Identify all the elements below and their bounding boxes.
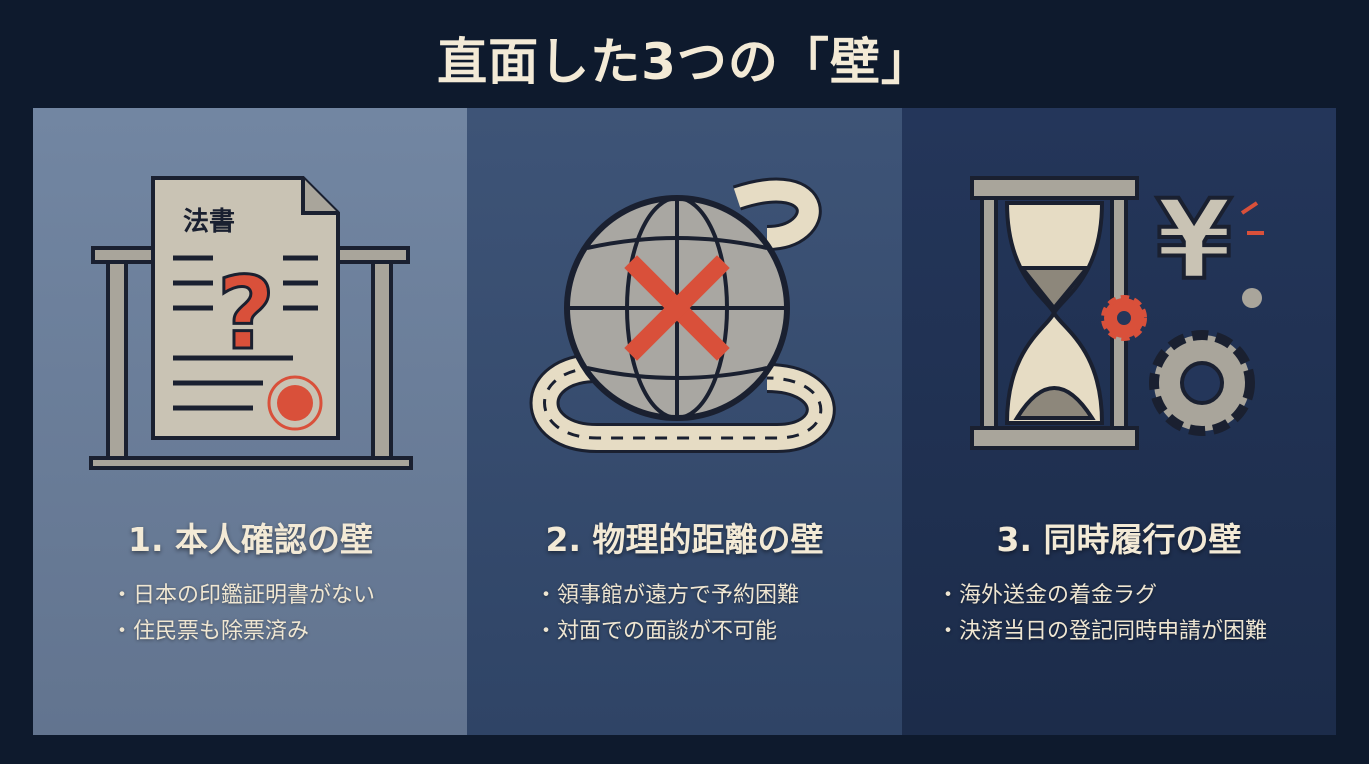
hourglass-yen-gear-icon: ¥: [970, 174, 1264, 450]
page-title: 直面した3つの「壁」: [437, 33, 932, 91]
svg-text:¥: ¥: [1156, 176, 1233, 304]
bullet-item: 領事館が遠方で予約困難: [535, 578, 799, 614]
bullet-item: 決済当日の登記同時申請が困難: [937, 614, 1267, 650]
legal-document-question-icon: 法書 ?: [89, 176, 413, 470]
svg-text:?: ?: [217, 255, 275, 372]
panel-title: 3. 同時履行の壁: [996, 520, 1242, 559]
panel-title: 2. 物理的距離の壁: [545, 520, 824, 559]
document-label: 法書: [183, 207, 235, 237]
bullet-list: 領事館が遠方で予約困難 対面での面談が不可能: [535, 578, 799, 650]
bullet-item: 日本の印鑑証明書がない: [111, 578, 375, 614]
bullet-item: 住民票も除票済み: [111, 614, 375, 650]
panel-physical-distance: 2. 物理的距離の壁 領事館が遠方で予約困難 対面での面談が不可能: [467, 108, 902, 735]
bullet-list: 日本の印鑑証明書がない 住民票も除票済み: [111, 578, 375, 650]
panel-title: 1. 本人確認の壁: [128, 520, 373, 559]
bullet-list: 海外送金の着金ラグ 決済当日の登記同時申請が困難: [937, 578, 1267, 650]
bullet-item: 海外送金の着金ラグ: [937, 578, 1267, 614]
panel-simultaneous-performance: ¥ 3. 同時履行の壁 海外送金の着金ラグ 決済当日の登記同時申請が困難: [902, 108, 1336, 735]
globe-cross-road-icon: [529, 177, 836, 453]
bullet-item: 対面での面談が不可能: [535, 614, 799, 650]
panel-identity-verification: 法書 ? 1. 本人確認の壁 日本の印鑑証明書がない 住民票も除票済み: [33, 108, 468, 735]
